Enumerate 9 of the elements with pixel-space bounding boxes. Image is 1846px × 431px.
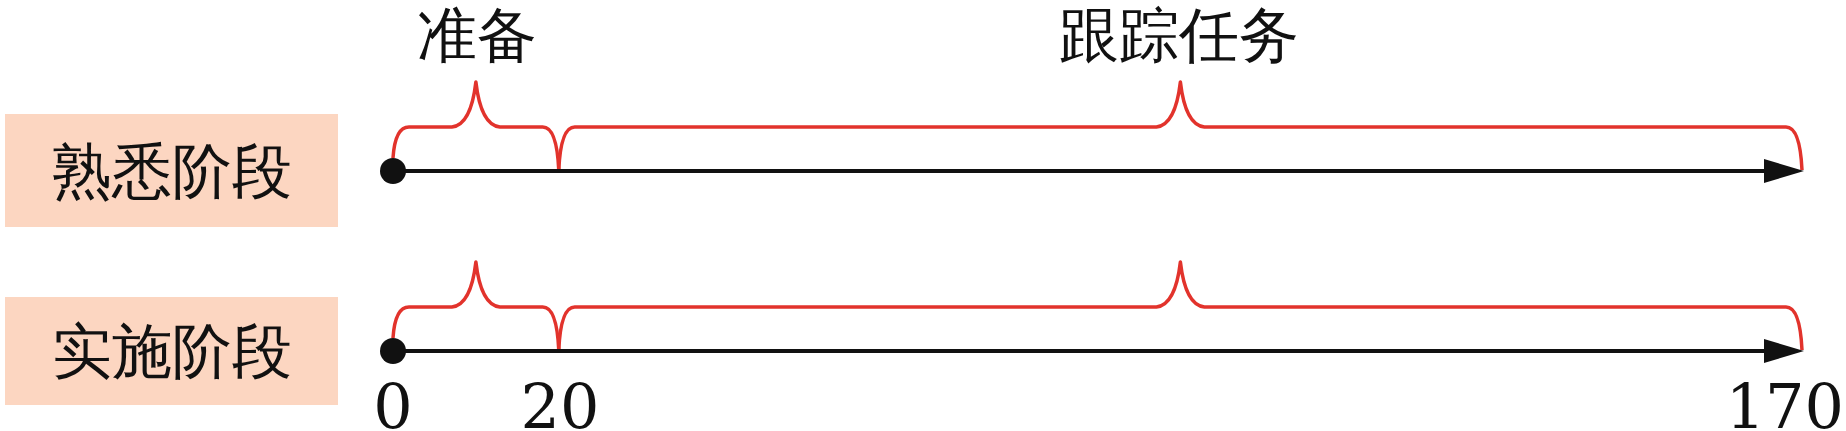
tick-label: 170	[1725, 384, 1844, 431]
stage-box	[5, 297, 338, 405]
brace-label: 准备	[417, 2, 537, 68]
stage-label: 实施阶段	[51, 318, 292, 384]
brace-label: 跟踪任务	[1059, 2, 1299, 68]
stage-label: 熟悉阶段	[51, 137, 292, 204]
tick-label: 20	[520, 384, 600, 431]
tick-label: 0	[373, 384, 413, 431]
stage-box	[5, 114, 338, 227]
